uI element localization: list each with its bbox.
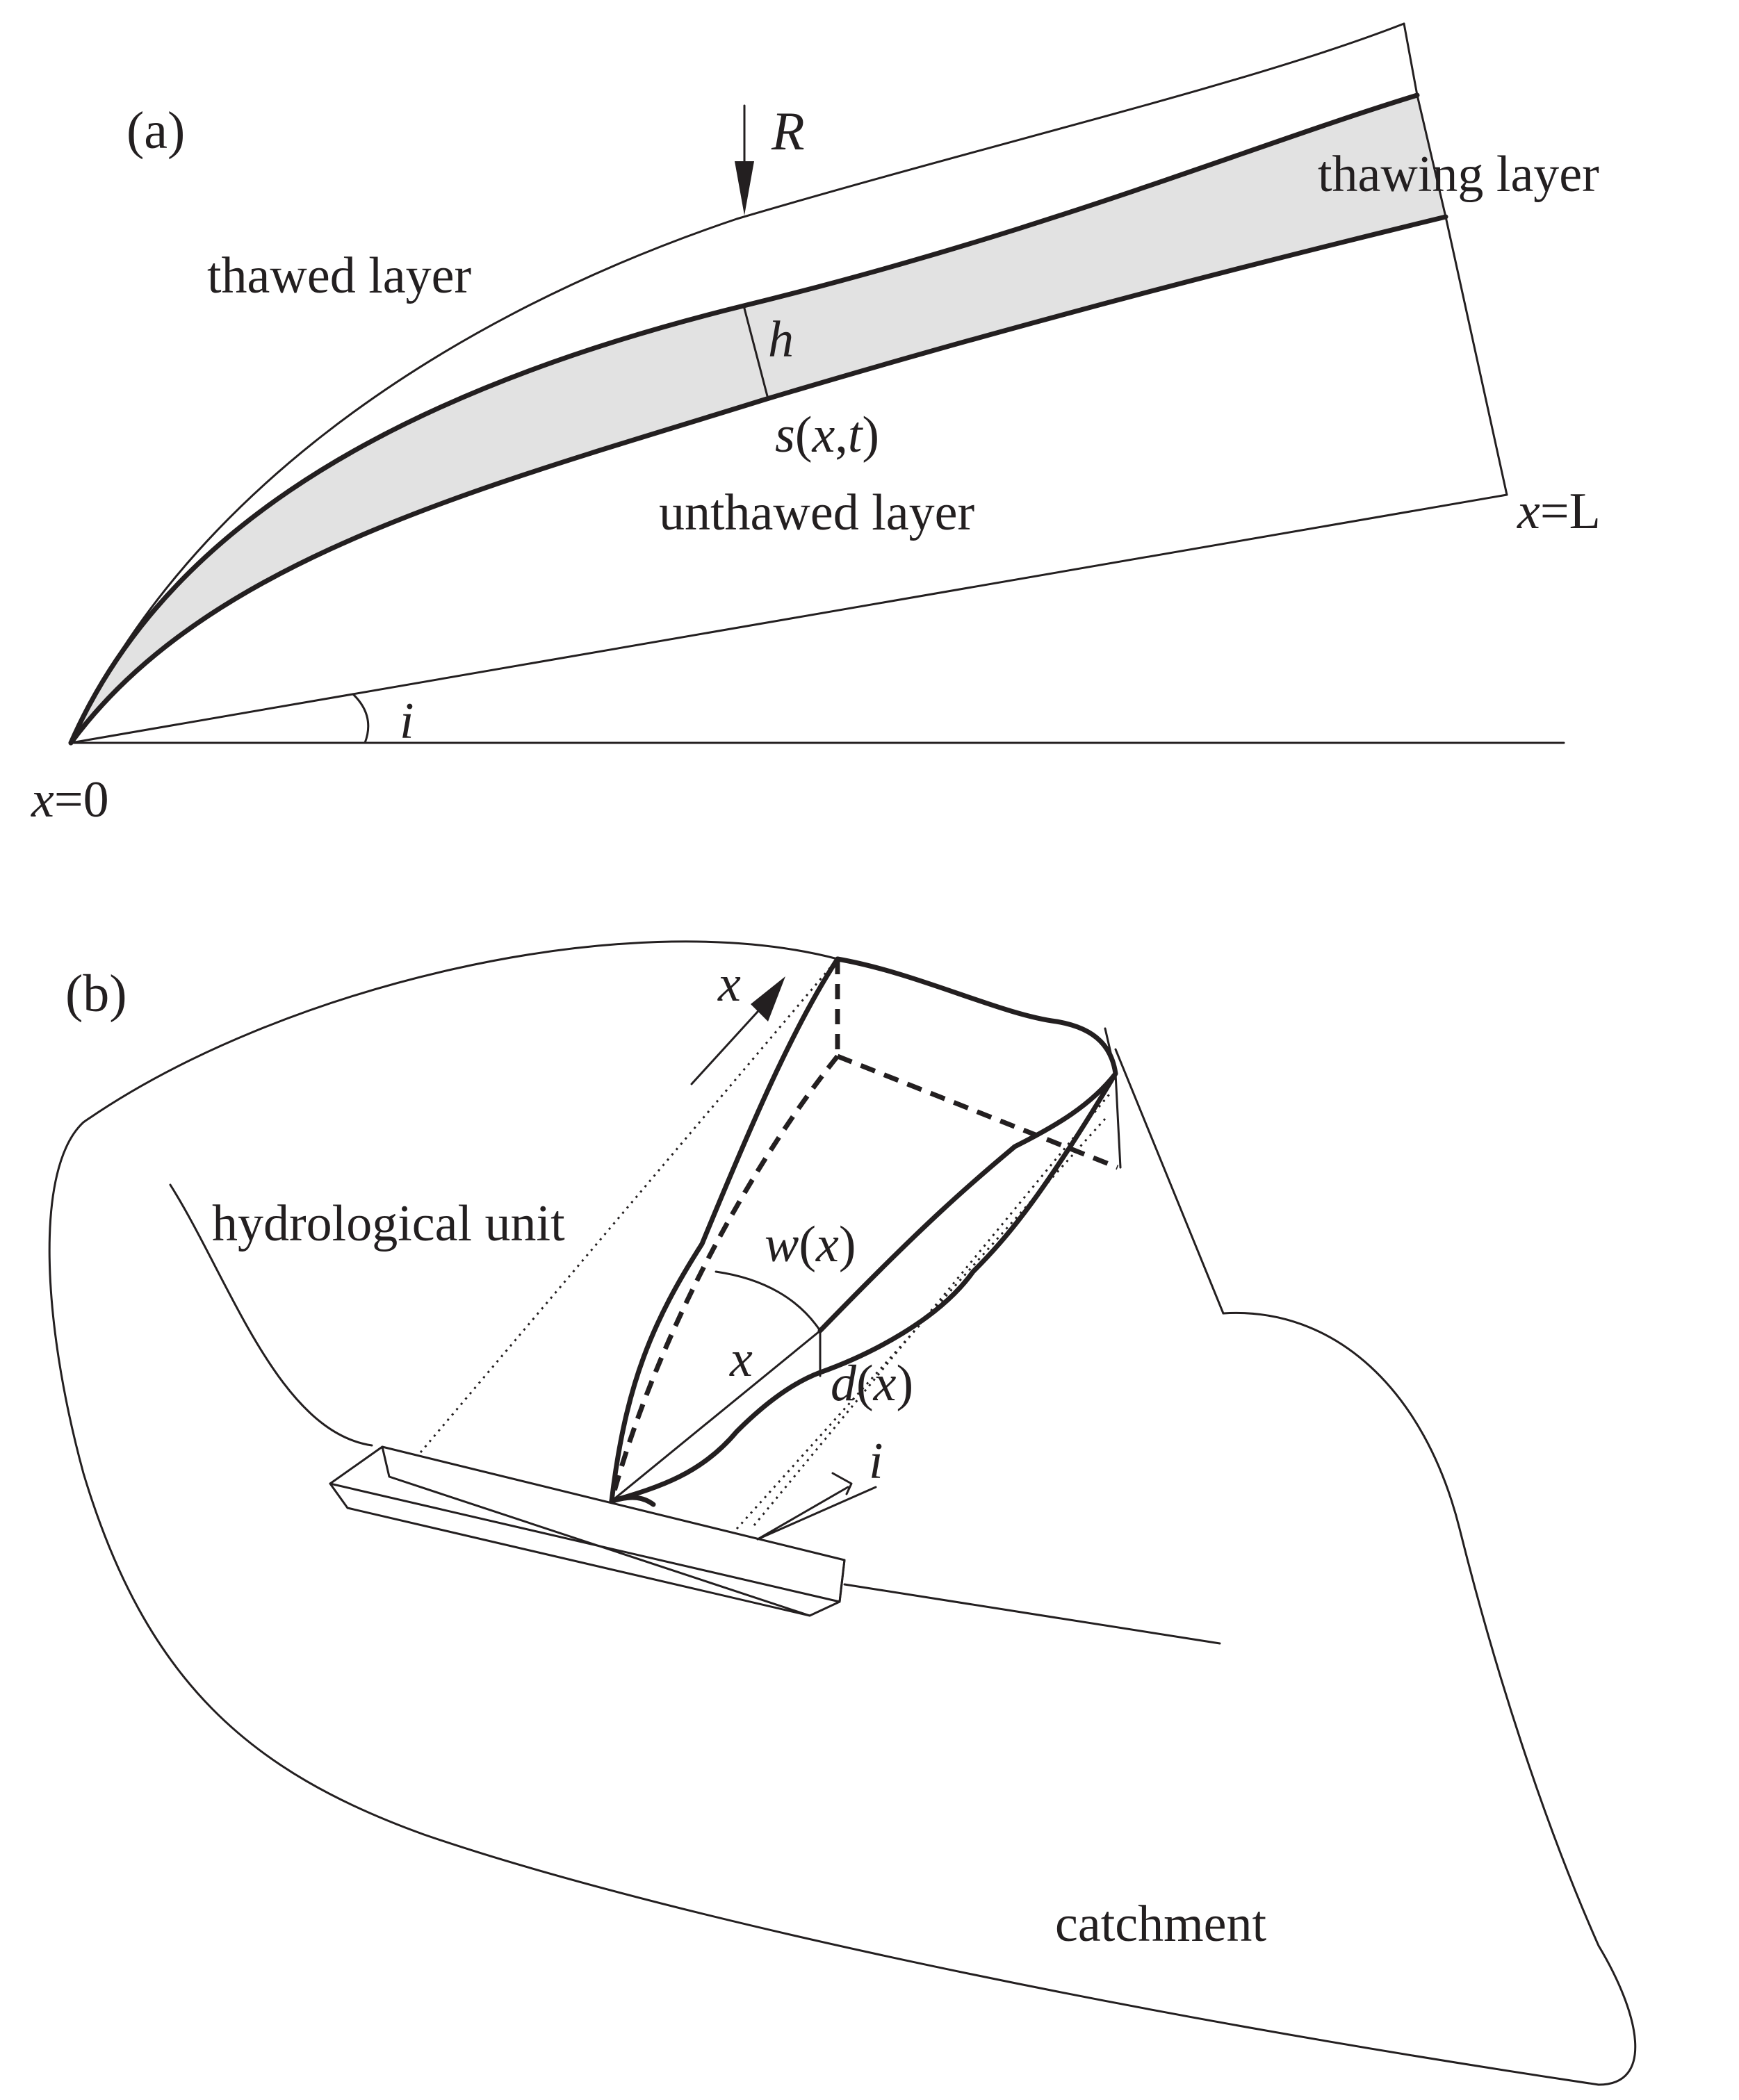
thawing-layer-top: [68, 92, 1420, 746]
depth-label: d(x): [831, 1355, 913, 1412]
h-label: h: [768, 311, 794, 368]
slope-angle-arc: [352, 693, 370, 744]
slope-angle-label: i: [400, 693, 414, 750]
slope-angle-lines: [756, 1472, 877, 1541]
x-distance-label: x: [729, 1331, 753, 1388]
panel-b-tag: (b): [65, 965, 127, 1023]
unit-left-edge: [609, 956, 840, 1504]
h-indicator: [742, 304, 769, 397]
projection-line: [753, 1090, 1113, 1526]
stream-channel: [329, 1445, 1221, 1645]
width-arc: [715, 1270, 822, 1332]
hidden-edge: [609, 1054, 840, 1502]
catchment-outline: [48, 940, 1637, 2086]
rainfall-arrow: [735, 104, 754, 215]
thawing-layer-band: [71, 95, 1446, 743]
thawing-layer-label: thawing layer: [1318, 146, 1599, 203]
slope-angle-label-b: i: [869, 1433, 883, 1490]
x-radius-line: [610, 1329, 822, 1502]
hidden-edge: [836, 1053, 1119, 1170]
freezing-front-label: s(x,t): [775, 407, 879, 464]
unit-boundary: [169, 1183, 373, 1447]
panel-a: (a) R thawed layer thawing layer h s(x,t…: [31, 22, 1601, 828]
unit-bottom-edge: [609, 1071, 1118, 1504]
hydrological-unit-label: hydrological unit: [212, 1195, 565, 1252]
right-face: [1104, 1027, 1122, 1169]
width-label: w(x): [765, 1216, 856, 1273]
rainfall-label: R: [771, 101, 805, 161]
x-end-label: x=L: [1517, 483, 1601, 540]
unthawed-layer-label: unthawed layer: [659, 484, 974, 541]
panel-a-tag: (a): [126, 101, 185, 160]
x-origin-label: x=0: [31, 771, 109, 828]
ground-surface: [70, 22, 1405, 744]
x-arrow-label: x: [717, 955, 741, 1012]
catchment-label: catchment: [1055, 1896, 1266, 1953]
freezing-front-curve: [68, 214, 1448, 746]
right-boundary: [1403, 22, 1508, 496]
panel-b: (b) x hydrological unit w(x) x d(x) i ca…: [48, 940, 1637, 2086]
thawed-layer-label: thawed layer: [207, 247, 471, 304]
bottom-boundary: [70, 493, 1508, 744]
x-direction-arrow: [690, 976, 785, 1085]
catchment-ridge: [1114, 1048, 1225, 1315]
unit-base-edge: [609, 1495, 656, 1507]
